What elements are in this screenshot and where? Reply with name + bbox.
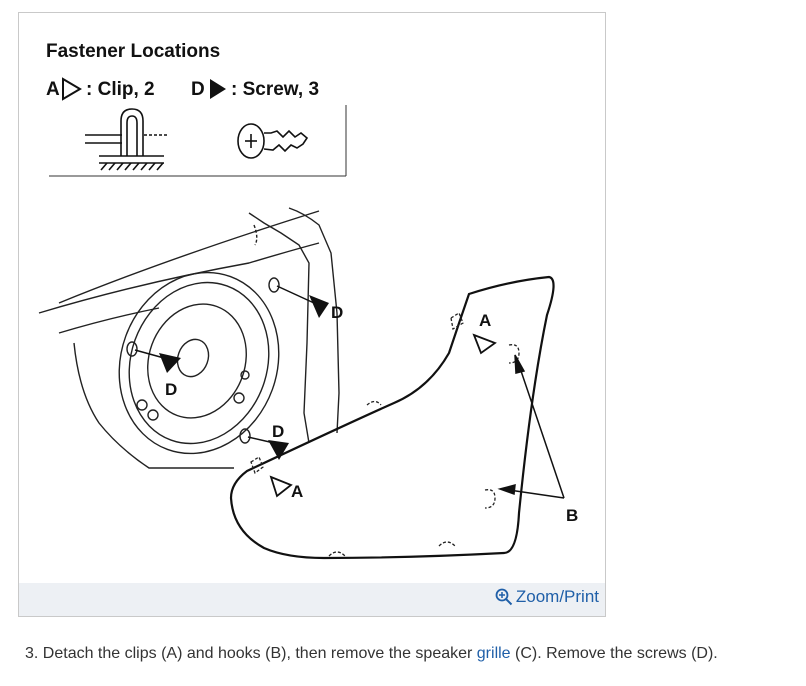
figure-frame: Fastener Locations A : Clip, 2 D : Screw… <box>18 12 606 617</box>
door-panel-outline <box>38 207 340 469</box>
callout-d-lower-arrow <box>268 440 289 460</box>
step-text-before: 3. Detach the clips (A) and hooks (B), t… <box>25 645 477 662</box>
callout-d-upper: D <box>331 303 343 322</box>
callout-a-upper: A <box>479 311 491 330</box>
callout-a-upper-arrow <box>472 333 497 355</box>
zoom-print-label[interactable]: Zoom/Print <box>515 587 599 606</box>
magnifier-plus-icon <box>495 588 513 606</box>
grille-link[interactable]: grille <box>476 645 511 662</box>
legend-title: Fastener Locations <box>46 41 220 62</box>
screw-heads <box>126 277 280 444</box>
speaker <box>118 271 280 455</box>
zoom-print-link[interactable]: Zoom/Print <box>495 587 599 607</box>
callout-d-upper-arrow <box>309 295 329 318</box>
figure-footer: Zoom/Print <box>19 583 605 616</box>
callout-a-lower: A <box>291 482 303 501</box>
clip-hollow-triangle-icon <box>62 77 82 101</box>
grille-clip-marks <box>250 312 520 557</box>
step-instruction: 3. Detach the clips (A) and hooks (B), t… <box>25 645 718 663</box>
callout-d-left-arrow <box>159 353 181 373</box>
callout-b: B <box>566 506 578 525</box>
step-text-after: (C). Remove the screws (D). <box>510 645 718 662</box>
callout-a-lower-arrow <box>269 475 293 498</box>
screw-filled-triangle-icon <box>210 79 226 99</box>
legend-clip-letter: A <box>46 79 60 100</box>
callout-d-lower: D <box>272 422 284 441</box>
legend-screw-text: : Screw, 3 <box>231 79 319 100</box>
callout-d-left: D <box>165 380 177 399</box>
legend-clip-text: : Clip, 2 <box>86 79 155 100</box>
callout-b-leaders <box>497 354 565 499</box>
clip-icon <box>85 108 169 171</box>
screw-icon <box>237 123 309 159</box>
legend-screw-letter: D <box>191 79 205 100</box>
speaker-grille <box>229 275 555 560</box>
speaker-grille-diagram: Fastener Locations A : Clip, 2 D : Screw… <box>38 41 578 560</box>
